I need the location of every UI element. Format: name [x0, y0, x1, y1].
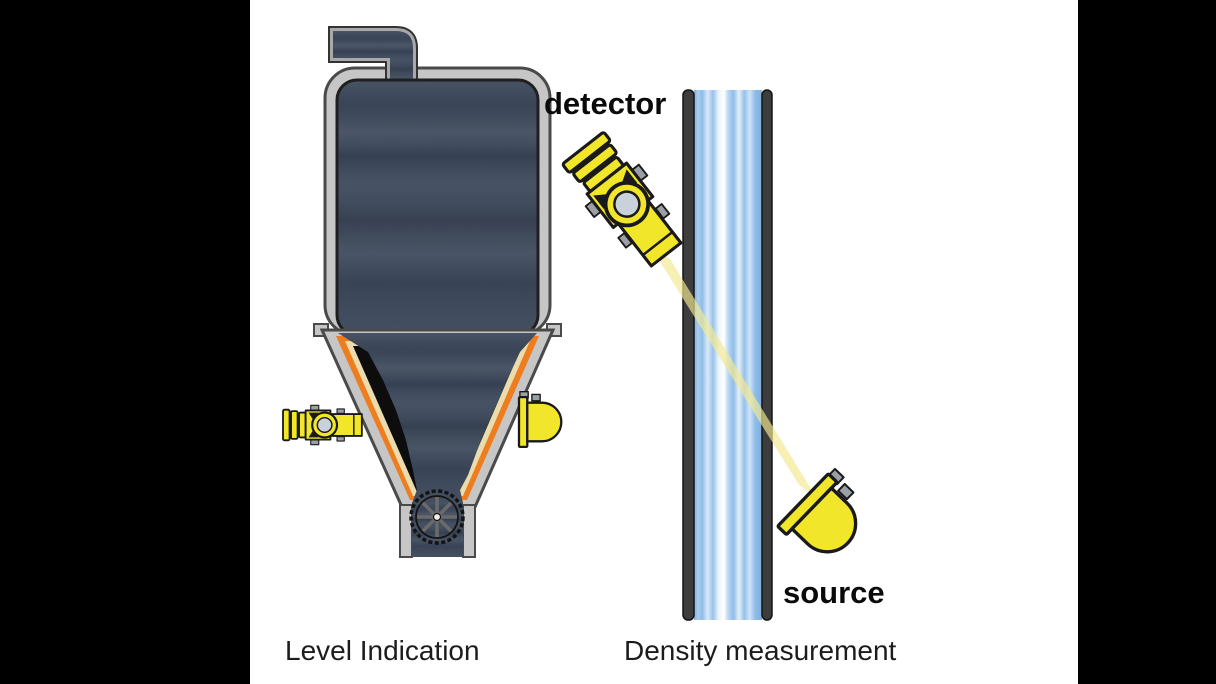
silo-illustration [281, 31, 563, 558]
letterbox-bar-left [0, 0, 250, 684]
discharge-cone [319, 328, 556, 509]
granular-material [335, 78, 540, 337]
source-label: source [783, 575, 885, 610]
diagram-canvas: detector source Level Indication Density… [250, 0, 1078, 684]
density-detector-device [554, 125, 695, 278]
letterbox-bar-right [1078, 0, 1216, 684]
density-illustration [554, 89, 881, 621]
pipe-wall-right [761, 89, 773, 621]
caption-density-measurement: Density measurement [624, 635, 897, 666]
detector-label: detector [544, 86, 667, 121]
rotary-valve [409, 489, 465, 545]
density-source-device [775, 466, 881, 572]
diagram-svg [281, 0, 881, 621]
radiation-beam [651, 247, 816, 497]
caption-level-indication: Level Indication [285, 635, 480, 666]
level-detector-device [281, 404, 363, 446]
level-source-device [517, 390, 563, 448]
outlet-spout [399, 503, 476, 558]
pipe-wall-left [682, 89, 695, 621]
